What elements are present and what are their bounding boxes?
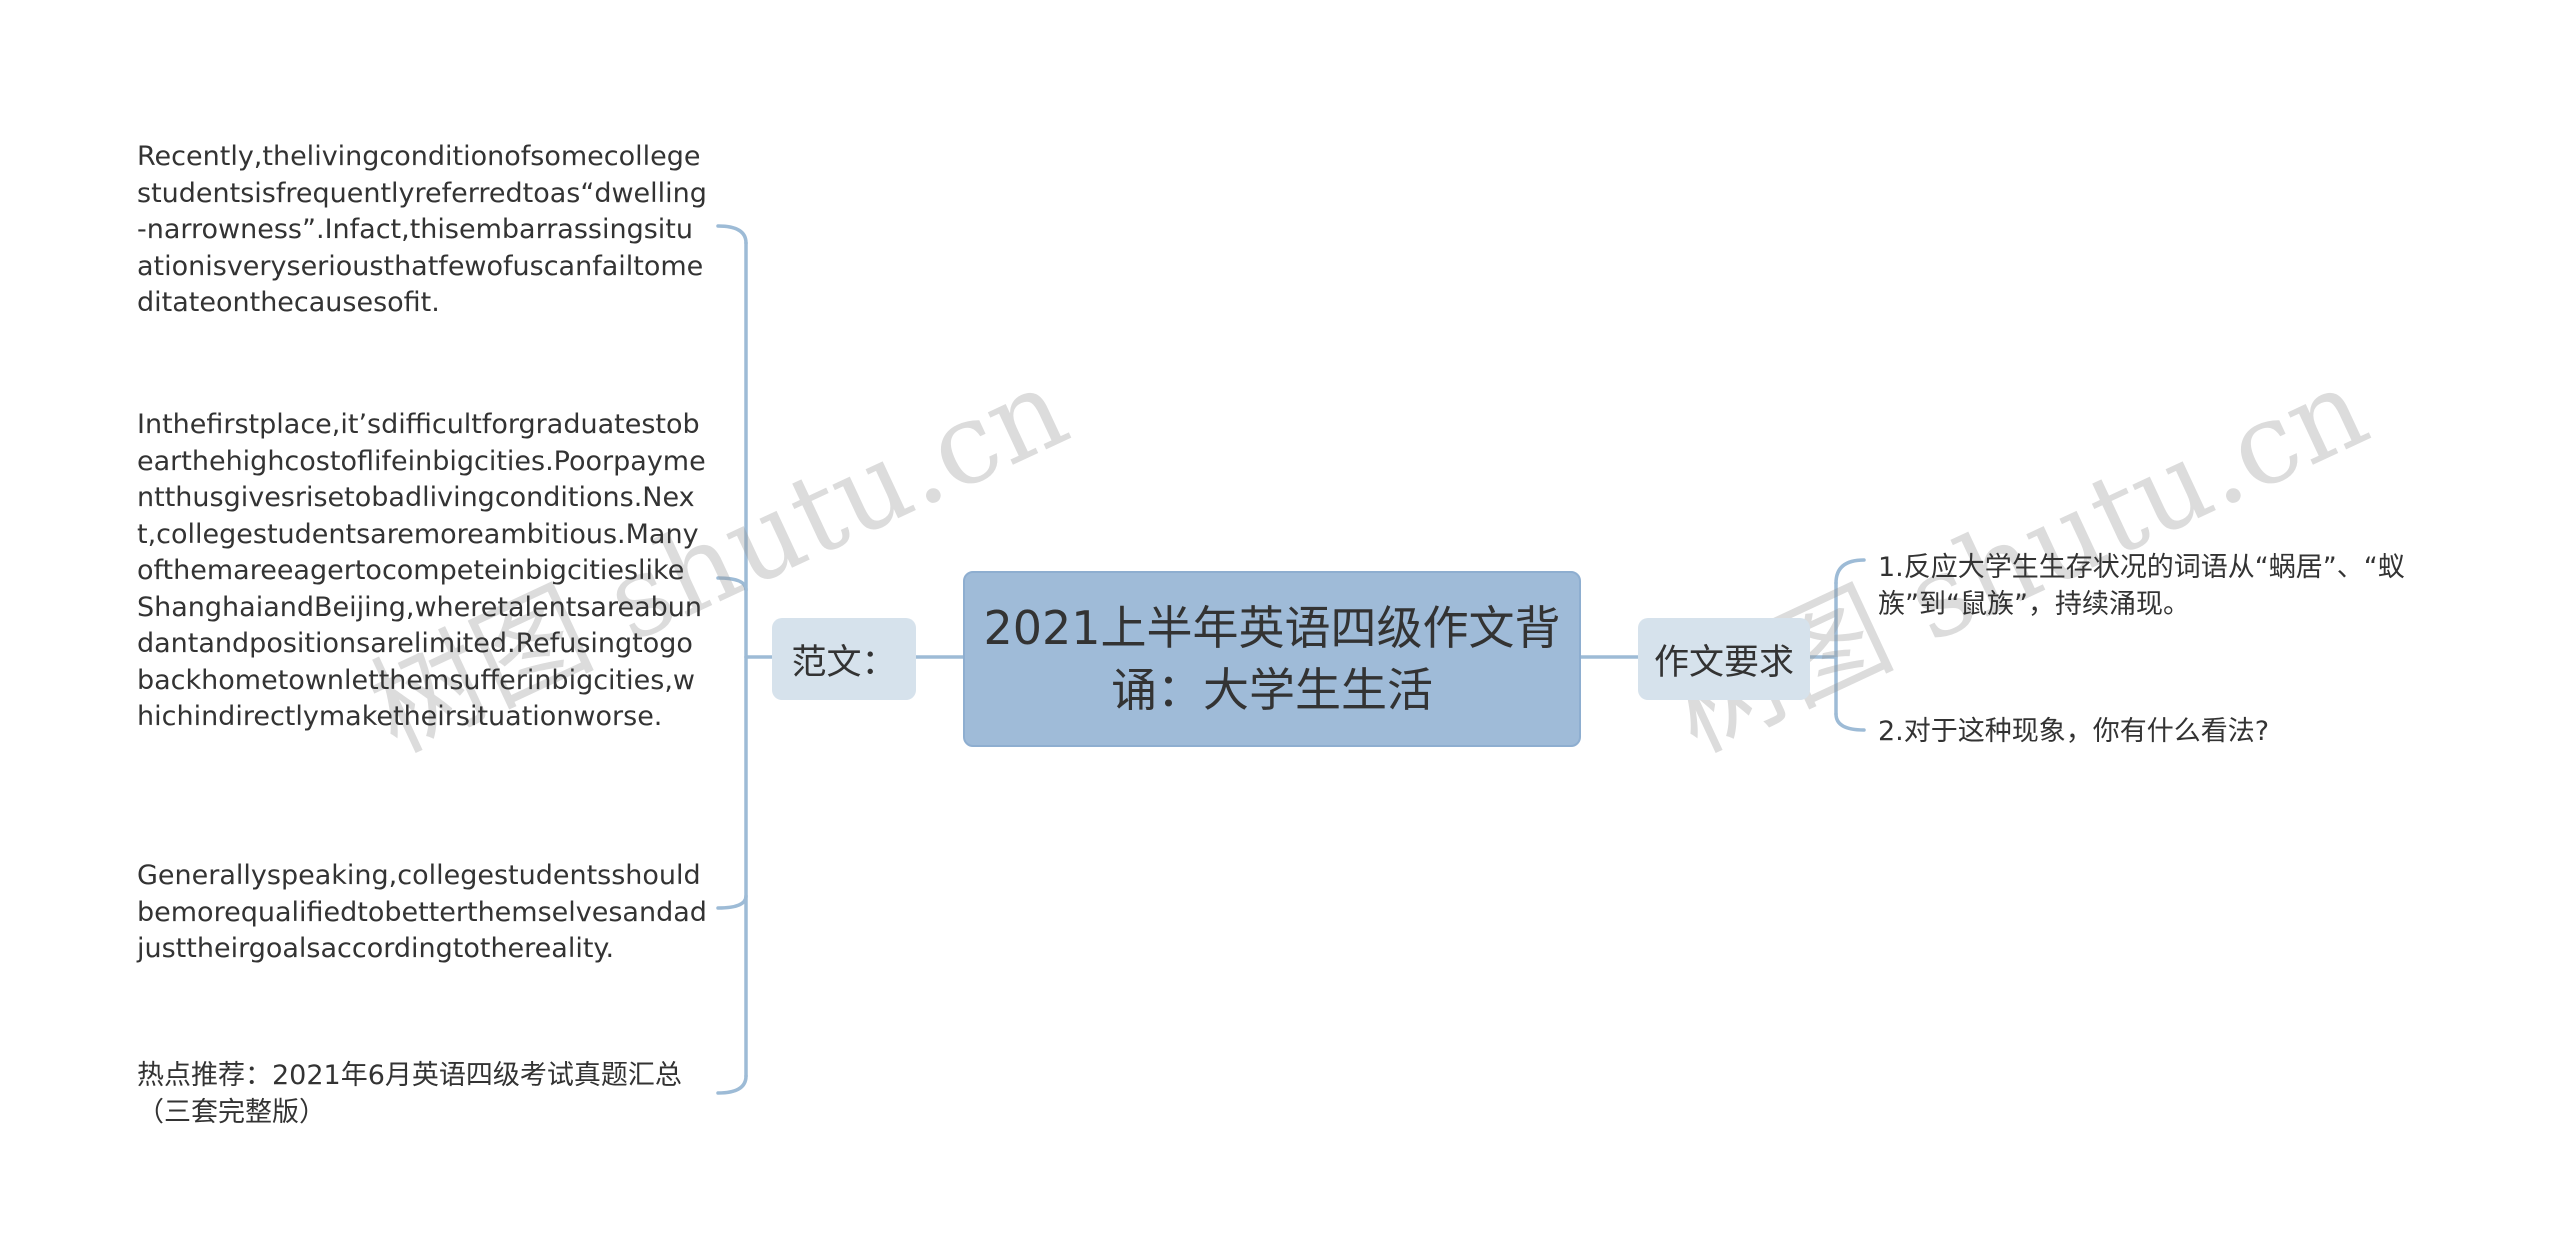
branch-requirements[interactable]: 作文要求 [1638,618,1810,700]
essay-paragraph-3[interactable]: Generallyspeaking,collegestudentsshouldb… [137,860,707,964]
essay-paragraph-1[interactable]: Recently,thelivingconditionofsomecollege… [137,141,707,318]
root-topic[interactable]: 2021上半年英语四级作文背诵：大学生生活 [963,571,1581,747]
branch-label: 范文： [791,642,897,683]
branch-label: 作文要求 [1653,642,1794,683]
branch-model-essay[interactable]: 范文： [772,618,916,700]
requirement-1[interactable]: 1.反应大学生生存状况的词语从“蜗居”、“蚁族”到“鼠族”，持续涌现。 [1878,552,2405,620]
essay-paragraph-2[interactable]: Inthefirstplace,it’sdifficultforgraduate… [137,409,706,732]
hot-recommendation[interactable]: 热点推荐：2021年6月英语四级考试真题汇总（三套完整版） [137,1060,682,1128]
requirement-2[interactable]: 2.对于这种现象，你有什么看法? [1878,716,2270,747]
root-title: 2021上半年英语四级作文背诵：大学生生活 [983,601,1561,717]
